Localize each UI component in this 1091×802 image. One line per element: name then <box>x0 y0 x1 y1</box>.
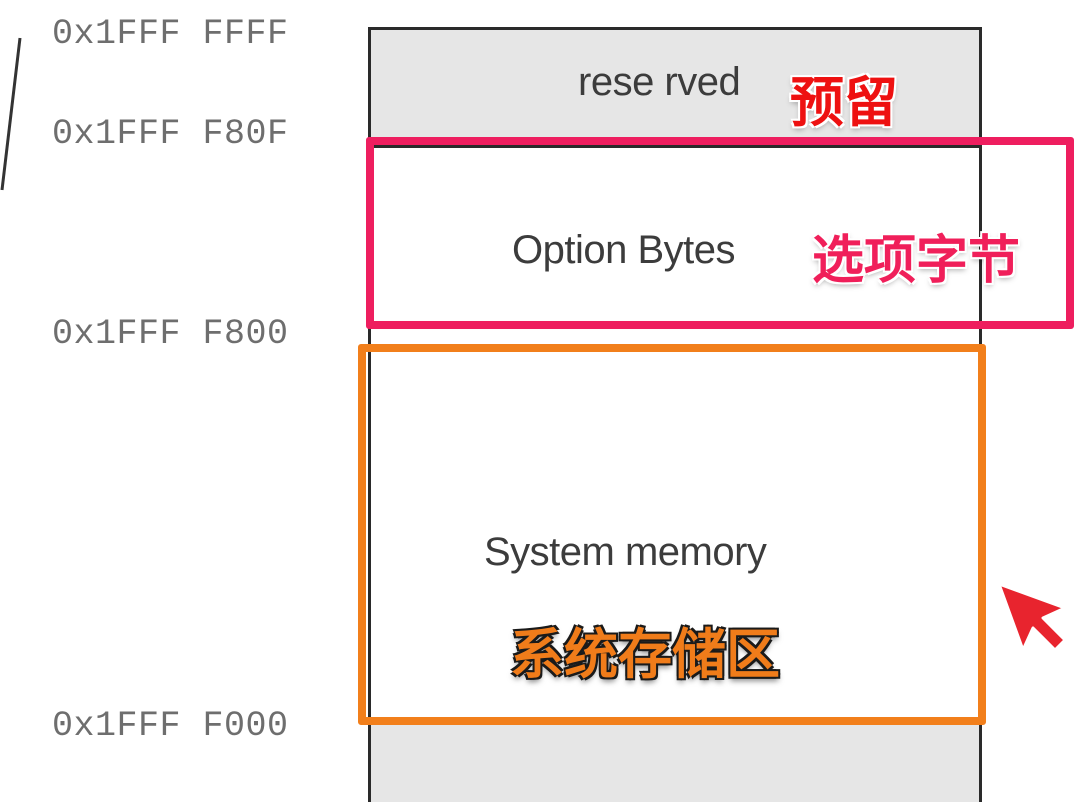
address-option-start: 0x1FFF F800 <box>52 314 289 354</box>
pointer-arrow-icon <box>997 582 1067 652</box>
option-bytes-annotation: 选项字节 <box>812 231 1021 291</box>
reserved-region <box>368 27 982 147</box>
divider-reserved-option <box>368 145 982 148</box>
system-memory-highlight <box>358 344 986 725</box>
address-system-start: 0x1FFF F000 <box>52 706 289 746</box>
address-top: 0x1FFF FFFF <box>52 14 289 54</box>
address-option-end: 0x1FFF F80F <box>52 114 289 154</box>
system-memory-region <box>368 328 982 723</box>
option-bytes-region <box>368 145 982 328</box>
system-memory-annotation: 系统存储区 <box>510 623 780 686</box>
edge-line <box>0 37 22 191</box>
reserved-region-bottom <box>368 723 982 802</box>
option-bytes-highlight <box>366 137 1074 329</box>
reserved-label: rese rved <box>578 60 741 104</box>
system-memory-label: System memory <box>484 530 767 574</box>
reserved-annotation: 预留 <box>790 71 898 134</box>
option-bytes-label: Option Bytes <box>512 228 736 272</box>
